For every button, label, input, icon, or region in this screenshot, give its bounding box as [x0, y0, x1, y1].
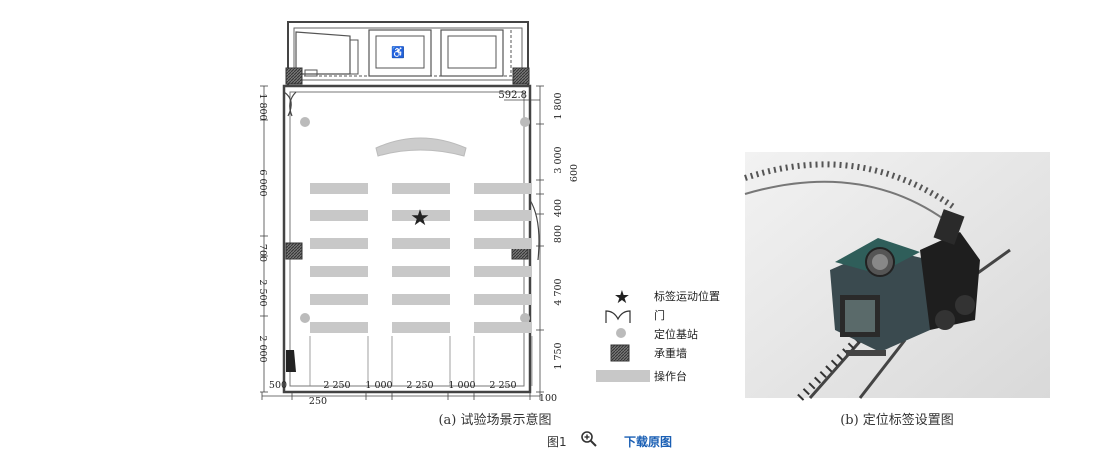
load-bearing-wall [512, 67, 530, 85]
dot-icon [616, 328, 626, 338]
left-dim: 2 000 [257, 335, 268, 362]
legend-label: 承重墙 [654, 346, 687, 360]
door-icon [529, 199, 540, 261]
bottom-dim: 2 250 [323, 380, 350, 391]
bottom-dim-sub: 250 [309, 396, 327, 407]
right-dim: 800 [553, 225, 564, 243]
operation-bench [474, 210, 532, 221]
bottom-dim: 2 250 [489, 380, 516, 391]
base-station [300, 117, 310, 127]
left-dim: 1 800 [257, 93, 268, 120]
load-bearing-wall [285, 67, 303, 85]
operation-bench [392, 183, 450, 194]
right-dim: 400 [553, 199, 564, 217]
hatched-square-icon [610, 344, 630, 362]
operation-bench [310, 183, 368, 194]
legend: ★ 标签运动位置 门 定位基站 承重墙 操作台 [596, 287, 720, 383]
svg-text:♿: ♿ [391, 46, 405, 59]
bottom-dim: 1 000 [365, 380, 392, 391]
load-bearing-wall [285, 242, 303, 260]
right-dim: 1 800 [553, 92, 564, 119]
door-icon [283, 91, 292, 117]
right-dim: 3 000 [553, 146, 564, 173]
bottom-dim: 500 [269, 380, 287, 391]
star-icon: ★ [410, 206, 430, 231]
operation-bench [392, 210, 450, 221]
base-station [520, 117, 530, 127]
right-dim: 1 750 [553, 342, 564, 369]
operation-bench [392, 266, 450, 277]
legend-label: 操作台 [654, 369, 687, 383]
door-icon [286, 350, 296, 372]
bench-grid [309, 183, 533, 386]
gray-bar-icon [596, 370, 650, 382]
legend-label: 定位基站 [654, 327, 698, 341]
right-dim: 4 700 [553, 278, 564, 305]
caption-b: (b) 定位标签设置图 [840, 412, 954, 428]
operation-bench [392, 322, 450, 333]
left-dim: 2 500 [257, 279, 268, 306]
operation-bench [310, 322, 368, 333]
operation-bench [310, 266, 368, 277]
bottom-dim: 100 [539, 393, 557, 404]
legend-label: 标签运动位置 [654, 289, 720, 303]
base-station [520, 313, 530, 323]
operation-bench [392, 294, 450, 305]
floor-plan: ♿ ★ [257, 21, 580, 407]
operation-bench [474, 238, 532, 249]
star-icon: ★ [614, 287, 630, 308]
podium [375, 137, 467, 157]
operation-bench [392, 238, 450, 249]
annex-cabin-2 [440, 29, 504, 77]
door-icon [605, 310, 631, 323]
operation-bench [474, 294, 532, 305]
bottom-dim: 2 250 [406, 380, 433, 391]
magnifier-plus-icon[interactable] [580, 430, 598, 448]
operation-bench [310, 238, 368, 249]
legend-label: 门 [654, 308, 665, 322]
operation-bench [310, 210, 368, 221]
operation-bench [474, 183, 532, 194]
operation-bench [474, 266, 532, 277]
tag-photo [744, 152, 1050, 401]
figure-footer: 图1 下载原图 [0, 430, 1113, 452]
right-dim: 600 [569, 164, 580, 182]
operation-bench [474, 322, 532, 333]
base-station [300, 313, 310, 323]
dim-top: 592.8 [498, 90, 527, 101]
bottom-dim: 1 000 [448, 380, 475, 391]
figure-label: 图1 [547, 435, 567, 449]
left-dim: 6 000 [257, 169, 268, 196]
caption-a: (a) 试验场景示意图 [438, 412, 551, 428]
left-dim: 700 [257, 244, 268, 262]
operation-bench [310, 294, 368, 305]
train-model [830, 209, 980, 356]
download-original-link[interactable]: 下载原图 [624, 435, 673, 449]
